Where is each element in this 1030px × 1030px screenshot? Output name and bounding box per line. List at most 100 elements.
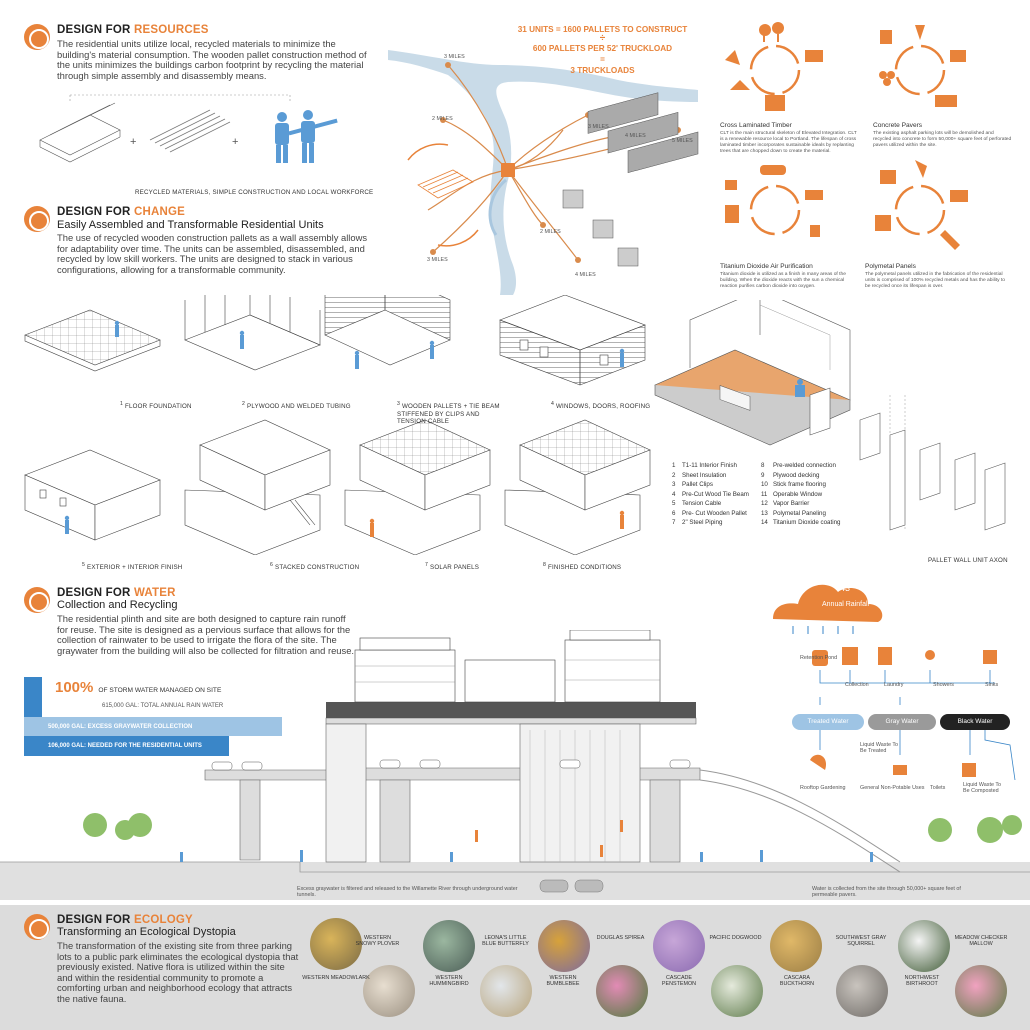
ecology-icon <box>24 914 50 940</box>
source-retention-pond: Retention Pond <box>800 655 838 661</box>
water-stat: 100% OF STORM WATER MANAGED ON SITE <box>55 679 221 696</box>
polymetal-cycle-diagram <box>875 160 968 250</box>
building-section <box>0 630 1030 900</box>
water-icon <box>24 587 50 613</box>
distance-label: 3 MILES <box>444 54 465 60</box>
material-polymetal: Polymetal Panels The polymetal panels ut… <box>865 263 1010 290</box>
distance-label: 3 MILES <box>588 124 609 130</box>
site-marker <box>501 163 515 177</box>
material-tio2: Titanium Dioxide Air Purification Titani… <box>720 263 860 290</box>
species-label: NORTHWEST BIRTHROOT <box>904 975 940 988</box>
source-showers: Showers <box>933 682 954 688</box>
step-7-drawing <box>344 419 491 555</box>
laundry-icon <box>878 647 892 665</box>
stat-percent: 100% <box>55 679 94 696</box>
step-5-label: 5 EXTERIOR + INTERIOR FINISH <box>82 562 183 572</box>
material-name: Concrete Pavers <box>873 122 923 129</box>
resources-caption: RECYCLED MATERIALS, SIMPLE CONSTRUCTION … <box>135 189 374 196</box>
material-desc: Titanium dioxide is utilized as a finish… <box>720 272 846 289</box>
water-bar-residential: 106,000 GAL: NEEDED FOR THE RESIDENTIAL … <box>24 736 229 756</box>
pallet-small-icon <box>417 169 474 199</box>
distance-label: 4 MILES <box>625 133 646 139</box>
species-label: WESTERN MEADOWLARK <box>302 975 370 981</box>
rain-cloud-icon <box>773 584 883 634</box>
axon-caption: PALLET WALL UNIT AXON <box>928 557 1008 564</box>
bar-label-total: 615,000 GAL: TOTAL ANNUAL RAIN WATER <box>102 703 224 709</box>
species-hummingbird-image <box>423 920 475 972</box>
resources-body: The residential units utilize local, rec… <box>57 38 367 81</box>
step-1-drawing <box>24 309 161 372</box>
species-label: PACIFIC DOGWOOD <box>709 935 762 941</box>
tank-treated: Treated Water <box>792 714 864 730</box>
cycle-arrow-icon <box>437 229 479 247</box>
step-6-drawing <box>184 419 331 555</box>
resources-illustration: + + <box>39 94 338 163</box>
distance-label: 3 MILES <box>427 257 448 263</box>
eq-line-1: 31 UNITS = 1600 PALLETS TO CONSTRUCT <box>517 25 688 34</box>
distance-label: 2 MILES <box>432 116 453 122</box>
ecology-body: The transformation of the existing site … <box>57 940 299 1004</box>
species-squirrel-image <box>836 965 888 1017</box>
truck-icon <box>562 92 699 267</box>
source-sinks: Sinks <box>985 682 999 688</box>
step-1-label: 1 FLOOR FOUNDATION <box>120 401 192 411</box>
eq-line-2: 600 PALLETS PER 52' TRUCKLOAD <box>532 44 673 53</box>
resources-title: DESIGN FOR RESOURCES <box>57 24 209 36</box>
output-nonpotable: General Non-Potable Uses <box>860 785 925 791</box>
pallet-icon <box>39 102 121 163</box>
species-label: CASCADE PENSTEMON <box>661 975 697 988</box>
garden-icon <box>810 754 827 770</box>
species-label: DOUGLAS SPIREA <box>596 935 645 941</box>
species-butterfly-image <box>480 965 532 1017</box>
material-name: Polymetal Panels <box>865 263 916 270</box>
pallet-wall-axon <box>654 300 1006 531</box>
sink-icon <box>983 650 997 664</box>
output-rooftop: Rooftop Gardening <box>800 785 846 791</box>
species-label: SOUTHWEST GRAY SQUIRREL <box>835 935 887 948</box>
water-bar-graywater: 500,000 GAL: EXCESS GRAYWATER COLLECTION <box>24 717 282 736</box>
svg-text:+: + <box>130 136 136 148</box>
step-7-label: 7 SOLAR PANELS <box>425 562 480 572</box>
source-laundry: Laundry <box>884 682 904 688</box>
step-2-drawing <box>184 295 321 371</box>
rain-amount: 43" <box>840 583 854 593</box>
source-collection: Collection <box>845 682 869 688</box>
distance-label: 4 MILES <box>575 272 596 278</box>
material-clt: Cross Laminated Timber CLT is the main s… <box>720 122 860 155</box>
transport-map <box>388 50 699 295</box>
species-dogwood-image <box>711 965 763 1017</box>
step-3-drawing <box>324 295 451 369</box>
change-body: The use of recycled wooden construction … <box>57 232 368 275</box>
ecology-title: DESIGN FOR ECOLOGY <box>57 914 193 926</box>
species-label: WESTERN HUMMINGBIRD <box>429 975 469 988</box>
species-mallow-image <box>955 965 1007 1017</box>
stat-text: OF STORM WATER MANAGED ON SITE <box>98 687 222 694</box>
step-5-drawing <box>24 449 161 541</box>
workers-icon <box>275 110 338 163</box>
tank-black: Black Water <box>940 714 1010 730</box>
cycle-arrow-icon <box>407 143 449 161</box>
step-8-drawing <box>504 419 651 555</box>
tio2-cycle-diagram <box>725 165 823 237</box>
faucet-icon <box>893 765 907 775</box>
step-4-label: 4 WINDOWS, DOORS, ROOFING <box>551 401 651 411</box>
ecology-subtitle: Transforming an Ecological Dystopia <box>57 926 236 938</box>
pallet-equation: 31 UNITS = 1600 PALLETS TO CONSTRUCT ÷ 6… <box>515 24 690 76</box>
material-desc: CLT is the main structural skeleton of E… <box>720 131 857 154</box>
tubing-icon <box>149 109 231 153</box>
change-title: DESIGN FOR CHANGE <box>57 206 186 218</box>
change-icon <box>24 206 50 232</box>
note-graywater-release: Excess graywater is filtered and release… <box>297 886 518 899</box>
distance-label: 2 MILES <box>540 229 561 235</box>
shower-icon <box>925 650 935 660</box>
